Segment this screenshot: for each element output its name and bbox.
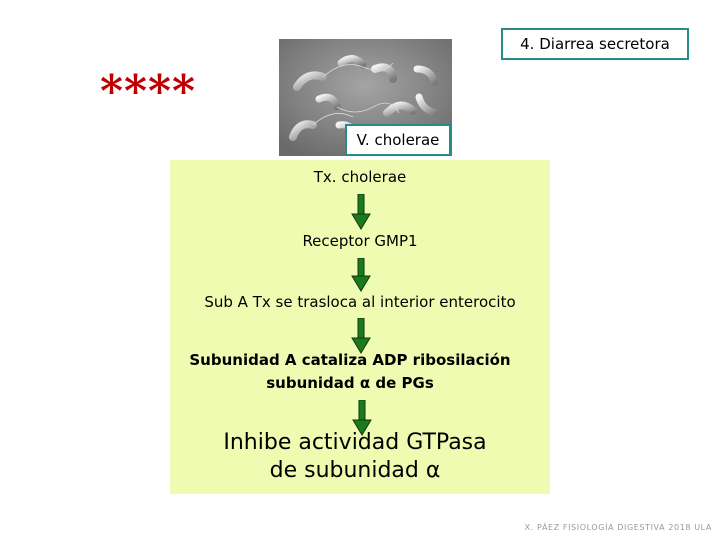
flow-step-adp-ribosylation: Subunidad A cataliza ADP ribosilación: [170, 351, 530, 369]
flow-step-gtpase-inhibition: Inhibe actividad GTPasa: [170, 430, 540, 455]
image-label: V. cholerae: [345, 124, 451, 156]
arrow-down-icon: [351, 318, 371, 354]
arrow-down-icon: [351, 258, 371, 292]
flow-panel: Tx. cholerae Receptor GMP1 Sub A Tx se t…: [170, 160, 550, 494]
flow-step-gtpase-target: de subunidad α: [170, 458, 540, 483]
flow-step-ribosylation-target: subunidad α de PGs: [170, 374, 530, 392]
flow-step-receptor: Receptor GMP1: [170, 232, 550, 250]
arrow-down-icon: [351, 194, 371, 230]
slide-footer: X. PÁEZ FISIOLOGÍA DIGESTIVA 2018 ULA: [525, 523, 712, 532]
stars-marker: ****: [100, 70, 196, 114]
slide-title: 4. Diarrea secretora: [501, 28, 689, 60]
flow-step-translocation: Sub A Tx se trasloca al interior enteroc…: [180, 293, 540, 311]
flow-step-toxin: Tx. cholerae: [170, 168, 550, 186]
